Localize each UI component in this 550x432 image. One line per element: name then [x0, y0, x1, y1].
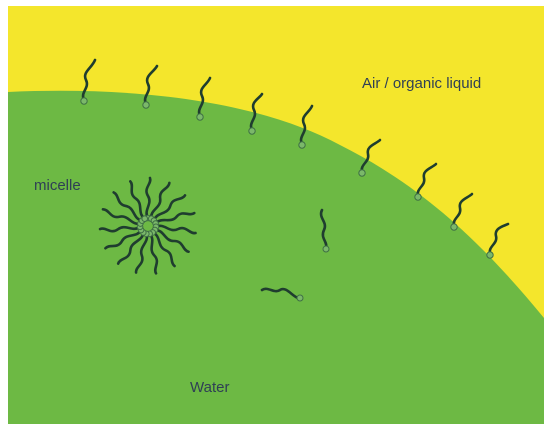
water-label: Water	[190, 379, 229, 396]
micelle-label: micelle	[34, 177, 81, 194]
air-label: Air / organic liquid	[362, 75, 481, 92]
